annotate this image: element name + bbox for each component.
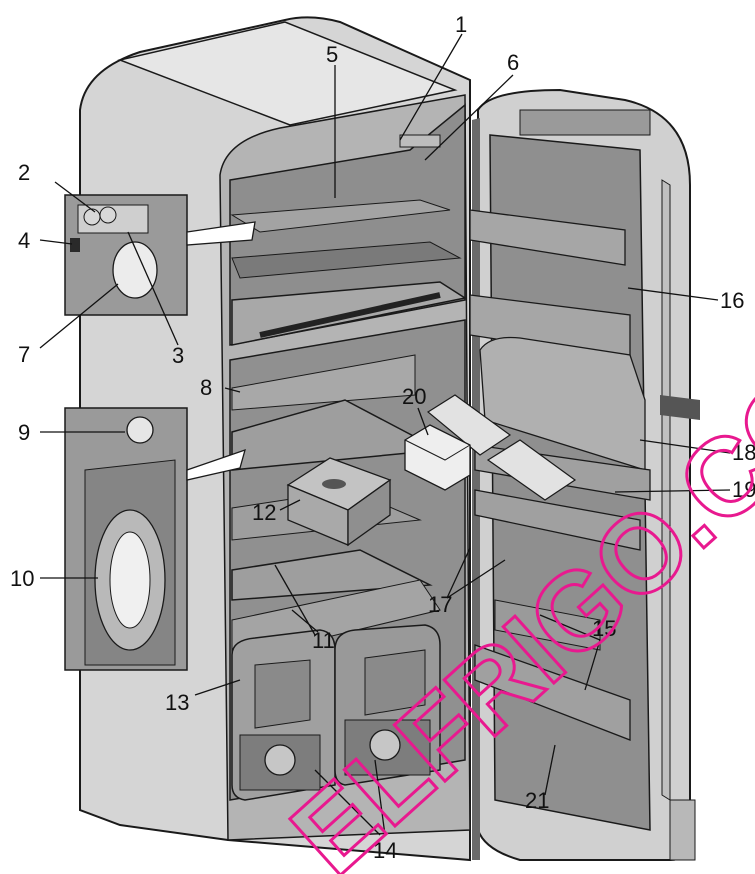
label-14: 14 [373, 838, 397, 863]
label-8: 8 [200, 375, 212, 400]
label-6: 6 [507, 50, 519, 75]
callout-labels: 1 2 3 4 5 6 7 8 9 10 11 12 13 14 15 16 1… [10, 12, 755, 863]
label-15: 15 [592, 616, 616, 641]
label-7: 7 [18, 342, 30, 367]
freezer-compartment [229, 103, 467, 346]
label-17: 17 [428, 592, 452, 617]
label-10: 10 [10, 566, 34, 591]
label-16: 16 [720, 288, 744, 313]
label-3: 3 [172, 343, 184, 368]
ice-tray [404, 424, 471, 491]
label-19: 19 [732, 477, 755, 502]
inset-thermostat [64, 194, 256, 316]
crisper-drawers [231, 624, 441, 801]
fridge-door [426, 88, 700, 861]
label-2: 2 [18, 160, 30, 185]
label-9: 9 [18, 420, 30, 445]
inset-light [64, 407, 246, 671]
label-1: 1 [455, 12, 467, 37]
label-5: 5 [326, 42, 338, 67]
label-11: 11 [312, 628, 335, 653]
label-18: 18 [732, 440, 755, 465]
label-4: 4 [18, 228, 30, 253]
label-21: 21 [525, 788, 549, 813]
leader-lines [39, 33, 731, 836]
label-20: 20 [402, 384, 426, 409]
label-12: 12 [252, 500, 276, 525]
label-13: 13 [165, 690, 189, 715]
